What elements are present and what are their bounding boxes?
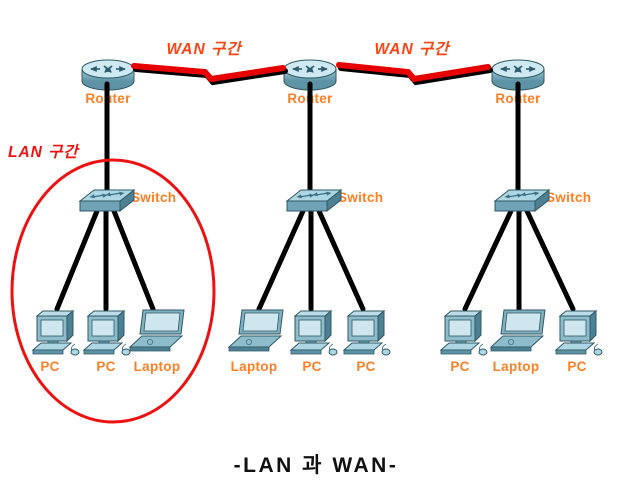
pc-icon [82,310,134,356]
switch2-label: Switch [338,190,384,205]
switch-icon [493,185,551,217]
lan2-device2-label: PC [302,359,322,374]
router-icon [489,57,547,93]
router2-label: Router [287,91,333,106]
router1-label: Router [85,91,131,106]
lan3-device3-label: PC [567,359,587,374]
diagram-caption: -LAN 과 WAN- [233,454,399,477]
switch-icon [285,185,343,217]
pc-icon [31,310,83,356]
pc-icon [554,310,606,356]
lan1-device1-label: PC [40,359,60,374]
router-icon [281,57,339,93]
lan3-device1-label: PC [450,359,470,374]
switch3-label: Switch [546,190,592,205]
switch1-label: Switch [131,190,177,205]
wan-segment-label-1: WAN 구간 [166,41,242,58]
lan2-device3-label: PC [356,359,376,374]
lan2-device1-label: Laptop [230,359,278,374]
switch-icon [78,185,136,217]
pc-icon [342,310,394,356]
router3-label: Router [495,91,541,106]
pc-icon [439,310,491,356]
laptop-icon [490,309,548,355]
laptop-icon [129,309,187,355]
pc-icon [289,310,341,356]
laptop-icon [228,309,286,355]
lan1-device3-label: Laptop [133,359,181,374]
router-icon [79,57,137,93]
lan1-device2-label: PC [96,359,116,374]
lan-zone-label: LAN 구간 [8,144,79,161]
wan-segment-label-2: WAN 구간 [374,41,450,58]
lan3-device2-label: Laptop [492,359,540,374]
